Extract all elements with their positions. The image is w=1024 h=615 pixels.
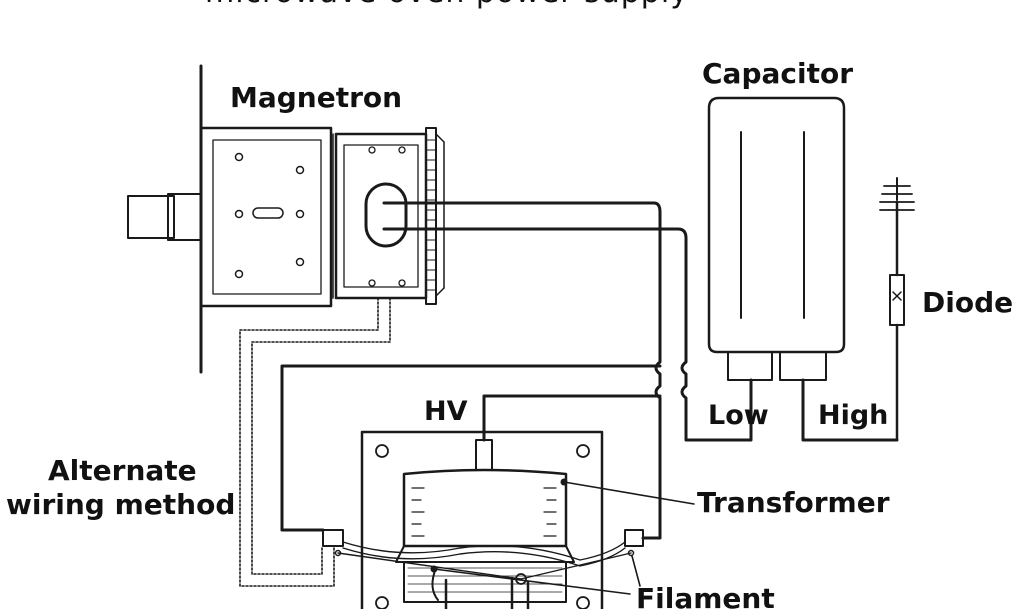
transformer xyxy=(360,430,604,609)
low-label: Low xyxy=(708,400,769,431)
alternate-label-line1: Alternate xyxy=(48,454,197,487)
magnetron xyxy=(127,64,445,374)
alternate-wiring xyxy=(239,297,391,587)
filament-label: Filament xyxy=(636,582,775,615)
filament-leads xyxy=(337,541,632,580)
diode xyxy=(879,177,915,442)
capacitor xyxy=(707,96,846,381)
transformer-label: Transformer xyxy=(697,486,890,519)
capacitor-label: Capacitor xyxy=(702,57,854,90)
hv-label: HV xyxy=(424,396,468,427)
high-label: High xyxy=(818,400,889,431)
diode-label: Diode xyxy=(922,286,1014,319)
alternate-label-line2: wiring method xyxy=(6,488,236,521)
wiring xyxy=(280,201,899,540)
diagram-title: microwave oven power supply xyxy=(205,0,689,8)
magnetron-label: Magnetron xyxy=(230,81,403,114)
label-pointers xyxy=(433,481,695,595)
transformer-pointer-dot xyxy=(560,478,568,486)
filament-pointer-dot xyxy=(430,565,438,573)
